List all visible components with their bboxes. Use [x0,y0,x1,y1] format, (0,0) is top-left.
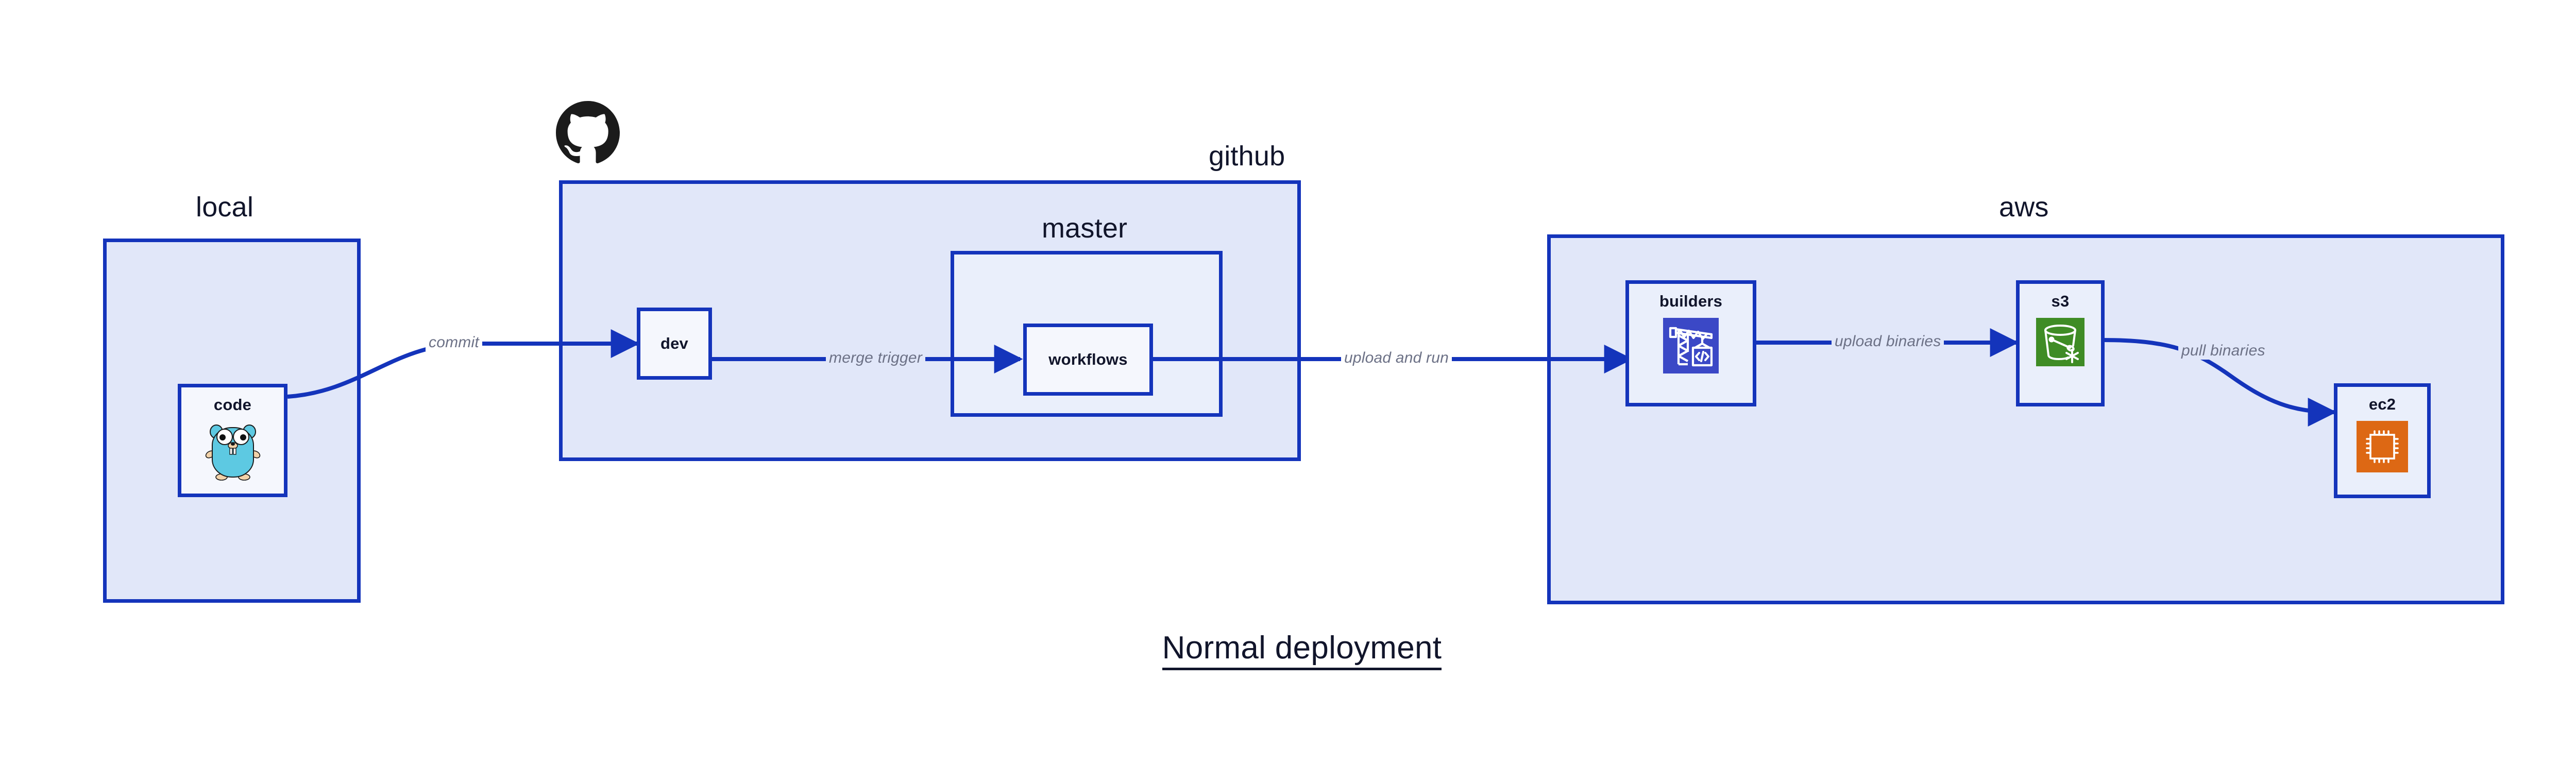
aws-ec2-chip-icon [2357,421,2408,472]
edge-label-pull-binaries: pull binaries [2178,342,2268,360]
node-workflows[interactable]: workflows [1023,324,1153,396]
page-title: Normal deployment [0,630,2576,670]
node-label-workflows: workflows [1048,350,1128,368]
node-label-dev: dev [660,334,689,352]
group-label-github: github [1209,141,1285,172]
aws-s3-bucket-icon [2036,318,2084,366]
node-dev[interactable]: dev [637,308,712,380]
edge-label-commit: commit [426,334,482,351]
github-octocat-icon [556,101,620,163]
node-s3[interactable]: s3 [2016,280,2105,406]
group-label-master: master [1042,213,1128,244]
node-label-builders: builders [1659,292,1723,310]
node-label-s3: s3 [2051,292,2070,310]
node-ec2[interactable]: ec2 [2334,383,2431,498]
edge-label-merge-trigger: merge trigger [826,349,926,367]
node-label-code: code [213,396,252,414]
group-label-aws: aws [1999,192,2049,223]
edge-label-upload-and-run: upload and run [1341,349,1452,367]
page-title-text: Normal deployment [1162,630,1442,670]
node-builders[interactable]: builders [1625,280,1756,406]
aws-codebuild-crane-icon [1663,318,1719,373]
node-code[interactable]: code [178,384,287,497]
edge-label-upload-binaries: upload binaries [1832,333,1944,350]
group-label-local: local [196,192,254,223]
go-gopher-icon [205,421,261,481]
node-label-ec2: ec2 [2368,395,2396,413]
